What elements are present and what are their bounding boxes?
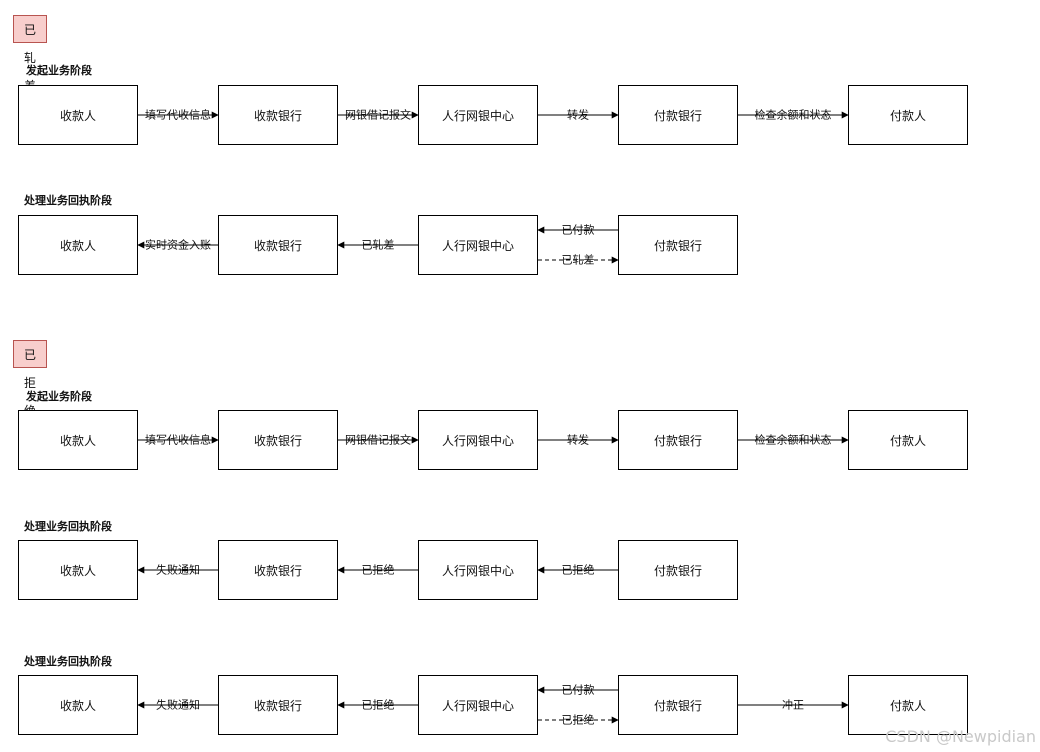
flow-node: 付款银行 [618,410,738,470]
edge-label: 填写代收信息 [144,433,212,447]
edge-label: 已轧差 [560,253,596,267]
phase-title: 处理业务回执阶段 [24,194,112,207]
flow-node: 人行网银中心 [418,215,538,275]
edge-label: 冲正 [781,698,805,712]
flow-node: 收款银行 [218,540,338,600]
edge-label: 失败通知 [155,698,201,712]
flow-node: 人行网银中心 [418,540,538,600]
flow-node: 人行网银中心 [418,85,538,145]
flow-node: 付款人 [848,85,968,145]
edge-label: 填写代收信息 [144,108,212,122]
flow-node: 付款银行 [618,85,738,145]
status-tag: 已拒绝 [13,340,48,418]
edge-label: 检查余额和状态 [753,433,833,447]
edge-label: 已拒绝 [560,563,596,577]
edge-label: 失败通知 [155,563,201,577]
edge-label: 已轧差 [360,238,396,252]
flow-node: 收款银行 [218,85,338,145]
flow-node: 收款银行 [218,215,338,275]
status-tag: 已轧差 [13,15,48,93]
flow-node: 收款人 [18,675,138,735]
phase-title: 处理业务回执阶段 [24,655,112,668]
flow-node: 收款人 [18,85,138,145]
edge-label: 检查余额和状态 [753,108,833,122]
watermark: CSDN @Newpidian [885,727,1036,746]
flow-node: 付款人 [848,675,968,735]
phase-title: 发起业务阶段 [26,390,92,403]
edge-label: 已付款 [560,683,596,697]
edge-label: 转发 [566,108,590,122]
flow-node: 收款人 [18,215,138,275]
edge-label: 转发 [566,433,590,447]
edge-label: 已付款 [560,223,596,237]
edge-label: 实时资金入账 [144,238,212,252]
flow-node: 付款银行 [618,675,738,735]
flow-node: 付款银行 [618,540,738,600]
flow-node: 收款人 [18,540,138,600]
flow-node: 人行网银中心 [418,410,538,470]
flow-node: 人行网银中心 [418,675,538,735]
flow-node: 收款银行 [218,675,338,735]
edge-label: 网银借记报文 [344,108,412,122]
edge-label: 已拒绝 [360,563,396,577]
flow-node: 收款银行 [218,410,338,470]
flow-node: 收款人 [18,410,138,470]
edge-label: 网银借记报文 [344,433,412,447]
phase-title: 发起业务阶段 [26,64,92,77]
edge-label: 已拒绝 [360,698,396,712]
flow-node: 付款人 [848,410,968,470]
edge-label: 已拒绝 [560,713,596,727]
phase-title: 处理业务回执阶段 [24,520,112,533]
flow-node: 付款银行 [618,215,738,275]
